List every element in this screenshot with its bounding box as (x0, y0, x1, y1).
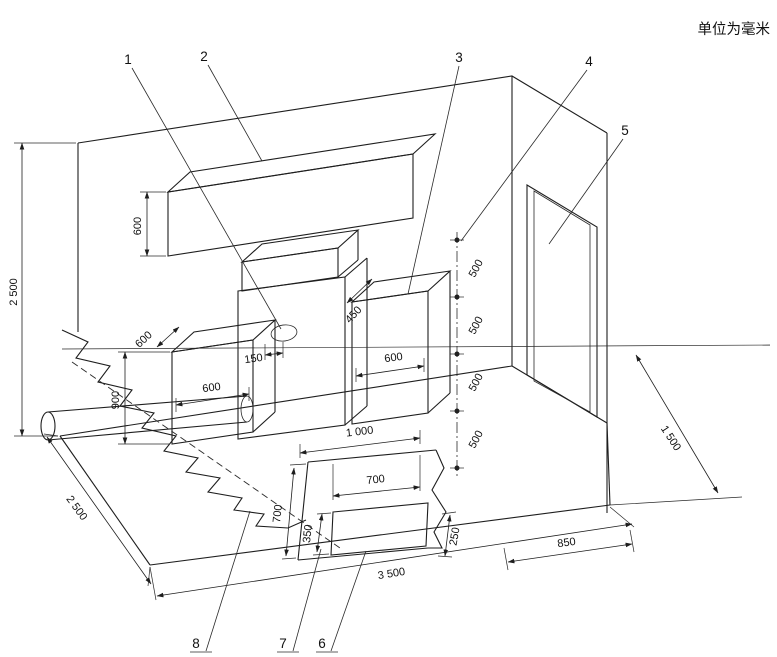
mounting-marks (450, 232, 464, 476)
walls (59, 75, 608, 513)
hood-box (166, 133, 437, 257)
pit-break-zigzag (428, 449, 447, 549)
floor-pit (297, 449, 447, 561)
dim-cube-left-depth: 600 (133, 329, 155, 350)
dim-floor-width: 3 500 (377, 566, 406, 582)
door (526, 184, 598, 418)
pipe (40, 395, 254, 441)
callout-5: 5 (621, 123, 629, 138)
dim-hob-offset: 150 (244, 352, 264, 366)
center-counter (237, 229, 368, 440)
dim-cube-right-width: 600 (384, 351, 404, 365)
dim-spacing-3: 500 (467, 372, 486, 394)
dim-cube-left-width: 600 (202, 381, 222, 395)
left-cube (170, 319, 277, 445)
unit-note: 单位为毫米 (698, 20, 771, 38)
dim-pit-depth: 700 (271, 504, 285, 524)
dim-spacing-2: 500 (467, 315, 486, 337)
dimensions: 2 500 600 900 600 600 150 450 600 (8, 142, 743, 601)
callout-3: 3 (455, 50, 463, 65)
dim-spacing-1: 500 (467, 258, 486, 280)
callouts: 1 2 3 4 5 6 7 8 (124, 49, 629, 653)
reference-line (61, 344, 771, 350)
callout-8: 8 (192, 636, 200, 651)
dim-gap-width: 1 000 (345, 424, 374, 439)
floor-break-zigzag (61, 329, 307, 529)
dim-door-clearance: 850 (557, 536, 577, 550)
callout-1: 1 (124, 52, 132, 67)
floor (59, 329, 771, 566)
dim-pit-edge-offset: 250 (448, 526, 463, 546)
dim-hood-height: 600 (132, 217, 144, 235)
callout-2: 2 (200, 49, 208, 64)
dim-counter-depth: 450 (343, 304, 364, 326)
callout-4: 4 (585, 54, 593, 69)
dim-wall-height: 2 500 (8, 278, 20, 306)
callout-7: 7 (279, 636, 287, 651)
hob-port-oval (270, 324, 298, 342)
dim-cube-left-height: 900 (110, 391, 122, 409)
dim-pit-inner-depth: 350 (301, 524, 315, 544)
pit-inner-rect (330, 502, 429, 556)
dim-spacing-4: 500 (467, 429, 486, 451)
callout-6: 6 (318, 636, 326, 651)
dim-floor-depth: 2 500 (63, 494, 89, 523)
dim-pit-width: 700 (366, 473, 386, 487)
